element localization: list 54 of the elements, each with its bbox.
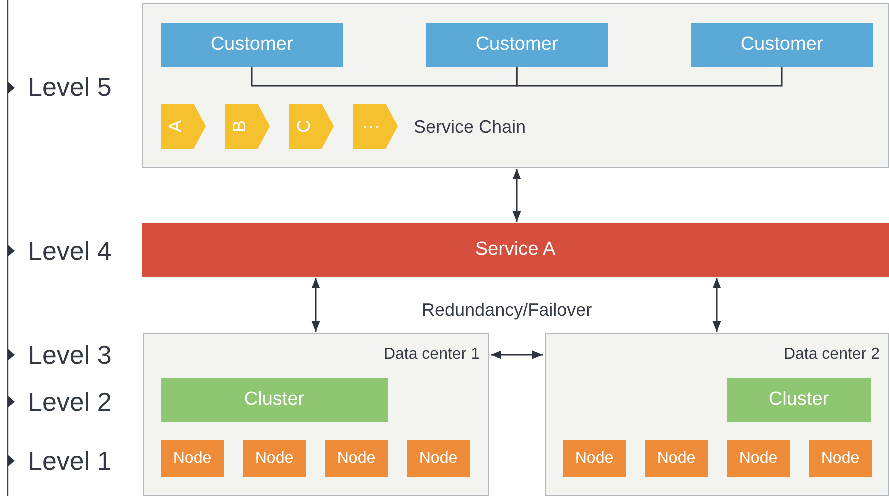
node-box <box>325 440 388 477</box>
arrow <box>712 278 722 332</box>
box-label: Node <box>575 450 614 468</box>
connector-line <box>516 67 783 87</box>
box-label: Node <box>419 450 458 468</box>
node-box <box>809 440 872 477</box>
level-label: Level 2 <box>28 387 112 418</box>
box-label: Node <box>821 450 860 468</box>
data-center-label: Data center 1 <box>384 346 480 364</box>
box-label: Node <box>657 450 696 468</box>
box-label: Customer <box>210 34 294 56</box>
node-box <box>407 440 470 477</box>
box-label: Customer <box>740 34 824 56</box>
data-center-label: Data center 2 <box>784 346 880 364</box>
customer-box <box>161 23 343 67</box>
box-label: Cluster <box>768 389 830 411</box>
chain-step-label: ⋮ <box>360 118 382 136</box>
arrow <box>312 278 320 332</box>
box-label: Service A <box>475 239 556 261</box>
data-center-box <box>143 333 489 496</box>
box-label: Node <box>337 450 376 468</box>
box-label: Node <box>739 450 778 468</box>
arrow <box>491 350 543 360</box>
cluster-box <box>161 378 388 422</box>
redundancy-label: Redundancy/Failover <box>422 300 592 321</box>
arrow <box>512 169 522 222</box>
chevron-tag <box>353 104 398 149</box>
level-label: Level 4 <box>28 236 112 267</box>
node-box <box>645 440 708 477</box>
level-label: Level 1 <box>28 446 112 477</box>
service-band <box>142 223 889 277</box>
chain-step-label: A <box>166 120 186 132</box>
chain-step-label: C <box>294 120 315 133</box>
customer-box <box>691 23 873 67</box>
level-label: Level 3 <box>28 340 112 371</box>
chevron-tag <box>225 104 270 149</box>
level-label: Level 5 <box>28 72 112 103</box>
connector-line <box>251 67 518 87</box>
layer-panel <box>142 3 889 168</box>
node-box <box>563 440 626 477</box>
chevron-tag <box>289 104 334 149</box>
node-box <box>161 440 224 477</box>
data-center-box <box>545 333 889 496</box>
customer-box <box>426 23 608 67</box>
cluster-box <box>727 378 871 422</box>
box-label: Node <box>173 450 212 468</box>
chain-label: Service Chain <box>414 117 526 138</box>
node-box <box>243 440 306 477</box>
chain-step-label: B <box>230 120 250 132</box>
box-label: Customer <box>476 34 558 56</box>
box-label: Cluster <box>244 389 305 411</box>
node-box <box>727 440 790 477</box>
box-label: Node <box>255 450 294 468</box>
chevron-tag <box>161 104 206 149</box>
